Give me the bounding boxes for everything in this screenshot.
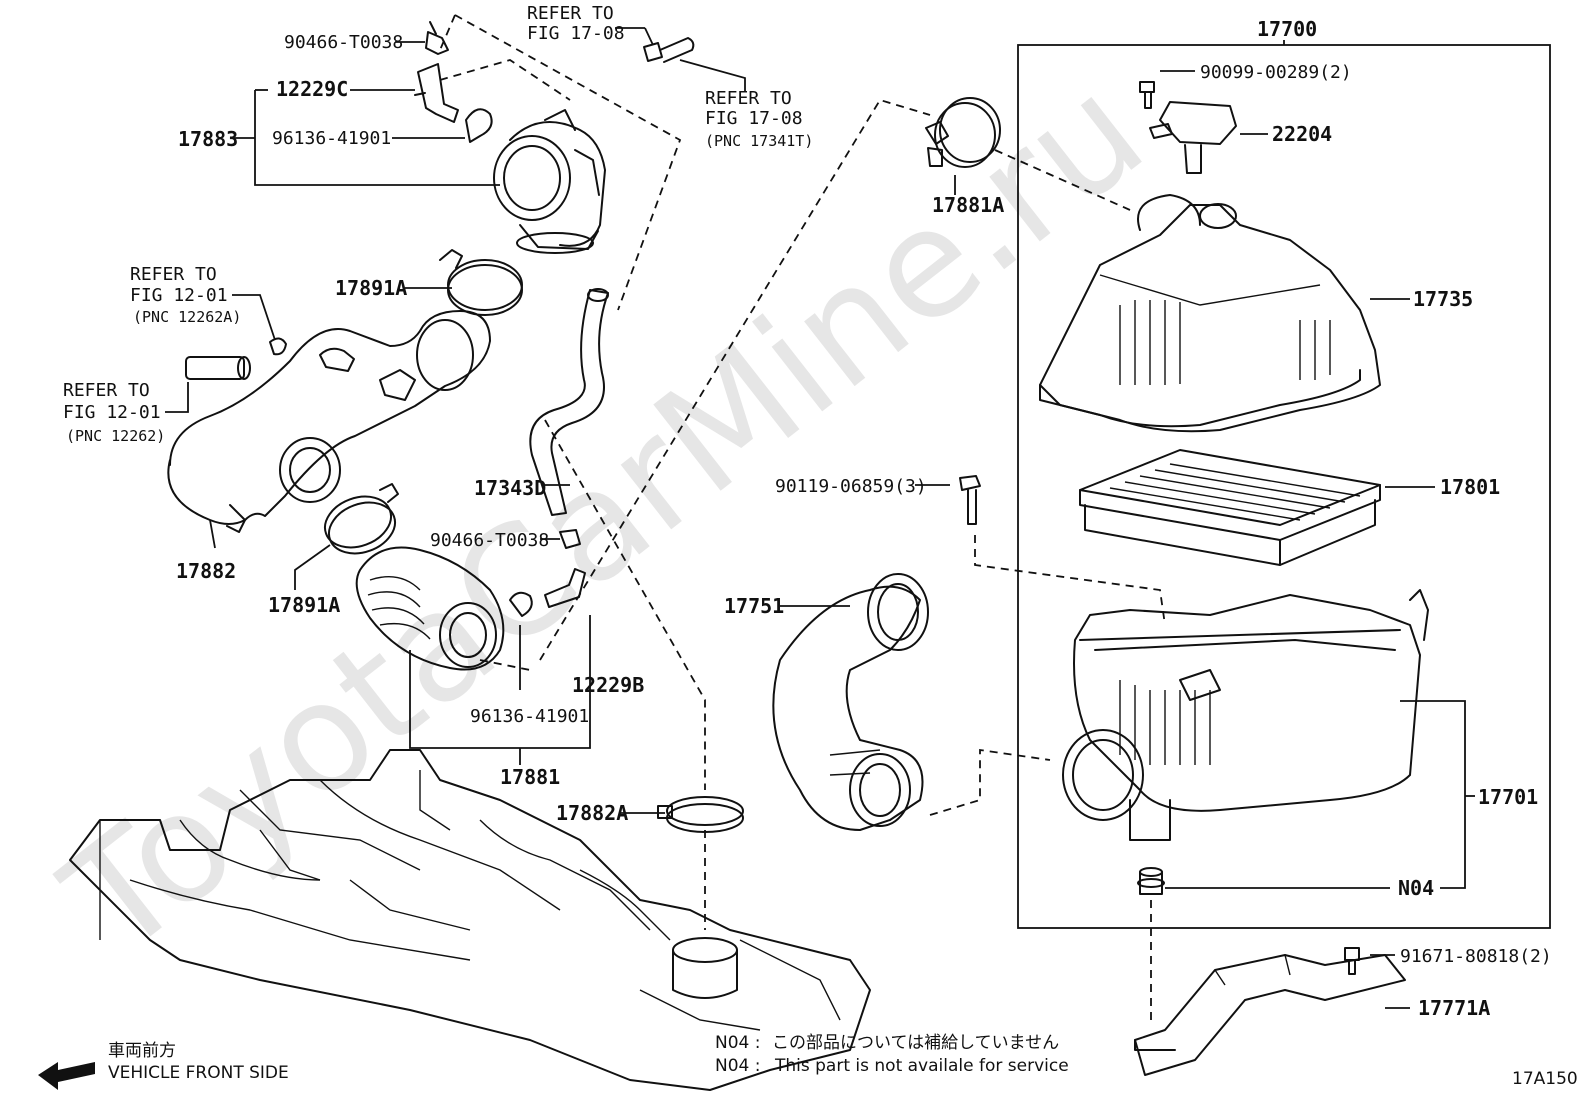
n04-note-en-code: N04 : (715, 1056, 760, 1076)
label-17700: 17700 (1257, 17, 1317, 41)
label-90466-mid: 90466-T0038 (430, 530, 549, 551)
refer-fig12-01-line3: (PNC 12262) (66, 427, 165, 445)
refer-fig17-08-top-line2: FIG 17-08 (527, 23, 625, 44)
refer-fig12-01-line1: REFER TO (63, 380, 150, 401)
n04-note-en-text: This part is not availale for service (774, 1056, 1069, 1076)
sensor-22204 (1149, 101, 1237, 174)
label-90466-top: 90466-T0038 (284, 32, 403, 53)
label-17801: 17801 (1440, 475, 1500, 499)
vehicle-front-en: VEHICLE FRONT SIDE (108, 1063, 289, 1083)
throttle-intake-housing (493, 109, 606, 254)
inlet-duct-17751 (772, 573, 929, 831)
label-17701: 17701 (1478, 785, 1538, 809)
label-17771A: 17771A (1418, 996, 1490, 1020)
label-17891A-top: 17891A (335, 276, 407, 300)
refer-fig12-01a-line2: FIG 12-01 (130, 285, 228, 306)
label-96136-top: 96136-41901 (272, 128, 391, 149)
vehicle-front-jp: 車両前方 (108, 1041, 176, 1061)
bracket-17771A (1134, 954, 1406, 1076)
label-17881: 17881 (500, 765, 560, 789)
label-17881A: 17881A (932, 193, 1004, 217)
label-12229B: 12229B (572, 673, 644, 697)
bolt-90119 (959, 475, 981, 525)
refer-fig17-08-right-line1: REFER TO (705, 88, 792, 109)
hose-17343D (529, 288, 609, 516)
lower-case-17701 (1062, 589, 1429, 841)
label-17735: 17735 (1413, 287, 1473, 311)
label-17882: 17882 (176, 559, 236, 583)
clamp-17882A (657, 796, 744, 833)
refer-fig17-08-right-line2: FIG 17-08 (705, 108, 803, 129)
engine-silhouette (69, 749, 871, 1091)
refer-fig12-01a-line1: REFER TO (130, 264, 217, 285)
label-N04: N04 (1398, 876, 1434, 900)
bellows-hose-17881 (355, 546, 505, 671)
label-96136-bottom: 96136-41901 (470, 706, 589, 727)
union-12229C (414, 63, 459, 123)
refer-fig17-08-top-line1: REFER TO (527, 3, 614, 24)
label-91671: 91671-80818(2) (1400, 946, 1552, 967)
label-90099: 90099-00289(2) (1200, 62, 1352, 83)
pipe-fig12-01 (165, 356, 251, 413)
clamp-17891A-bottom (324, 483, 399, 555)
label-22204: 22204 (1272, 122, 1332, 146)
n04-note-jp-code: N04 : (715, 1033, 760, 1053)
vehicle-front-arrow (38, 1062, 95, 1090)
clamp-17891A-top (439, 249, 523, 316)
intake-connector-17882 (167, 310, 491, 533)
filter-element-17801 (1079, 449, 1381, 566)
figure-id: 17A150 (1512, 1069, 1578, 1089)
refer-fig17-08-right-line3: (PNC 17341T) (705, 132, 813, 150)
label-90119: 90119-06859(3) (775, 476, 927, 497)
label-17343D: 17343D (474, 476, 546, 500)
label-17751: 17751 (724, 594, 784, 618)
upper-case-17735 (1039, 194, 1381, 433)
refer-fig12-01a-line3: (PNC 12262A) (133, 308, 241, 326)
clip-fig17-08 (643, 37, 695, 63)
label-17883: 17883 (178, 127, 238, 151)
refer-fig12-01-line2: FIG 12-01 (63, 402, 161, 423)
n04-note-jp-text: この部品については補給していません (772, 1033, 1059, 1053)
clip-90466-top (425, 21, 449, 55)
union-12229B (544, 568, 586, 608)
label-12229C: 12229C (276, 77, 348, 101)
clamp-17881A (925, 97, 1001, 168)
label-17891A-bottom: 17891A (268, 593, 340, 617)
grommet-N04 (1137, 867, 1165, 895)
label-17882A: 17882A (556, 801, 628, 825)
